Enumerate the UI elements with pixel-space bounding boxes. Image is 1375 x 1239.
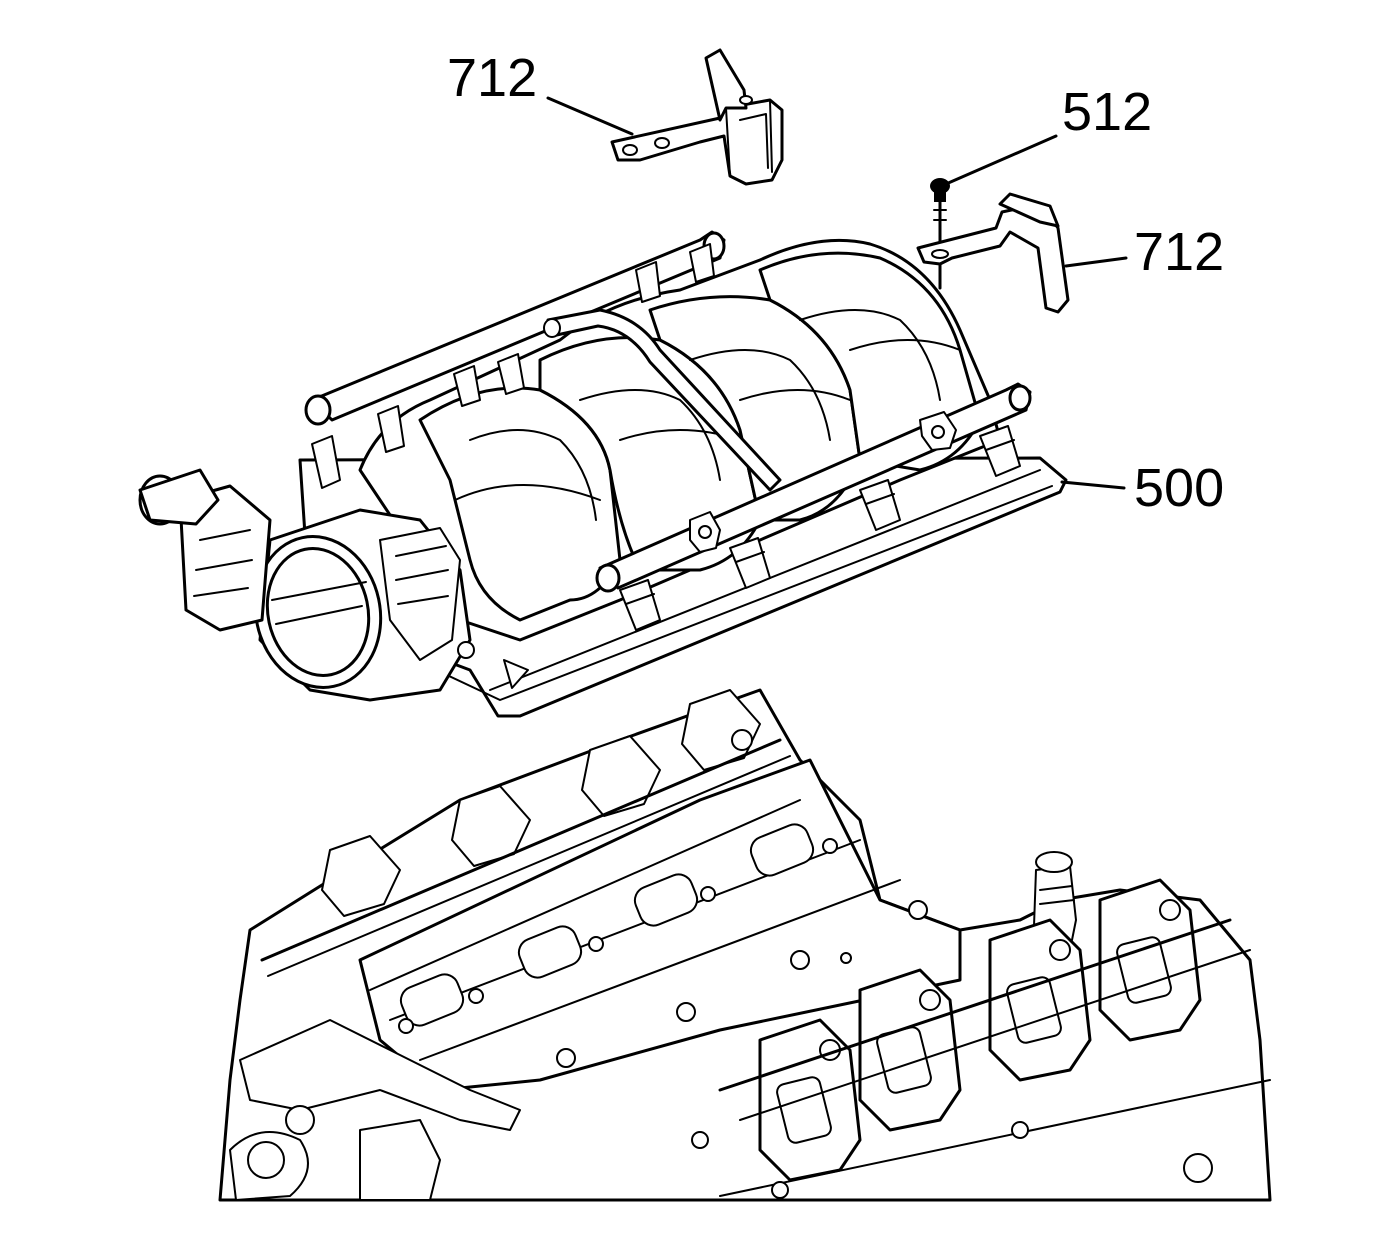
leader-intake-manifold <box>1060 480 1126 490</box>
bracket-right-part <box>916 192 1070 314</box>
leader-bracket-right <box>1064 256 1128 268</box>
callout-intake-manifold: 500 <box>1134 458 1224 518</box>
throttle-actuator <box>138 468 272 632</box>
leader-lines <box>546 96 1128 490</box>
left-bank-coils <box>260 689 791 977</box>
bracket-top-part <box>610 48 784 186</box>
engine-block <box>218 688 1272 1202</box>
right-bank-coils <box>758 878 1202 1182</box>
callout-bracket-right: 712 <box>1134 222 1224 282</box>
intake-ports <box>399 823 815 1027</box>
leader-bracket-top <box>546 96 634 136</box>
front-injectors <box>619 425 1021 631</box>
plate-bolts <box>398 838 928 1068</box>
intake-manifold-part <box>138 230 1068 718</box>
bolt-part <box>930 178 950 290</box>
leader-bolt <box>944 134 1058 186</box>
callout-bracket-top: 712 <box>447 48 537 108</box>
rear-injectors <box>311 243 715 489</box>
callout-labels: 712 512 712 500 <box>447 48 1224 518</box>
throttle-body <box>253 508 475 702</box>
callout-bolt: 512 <box>1062 82 1152 142</box>
